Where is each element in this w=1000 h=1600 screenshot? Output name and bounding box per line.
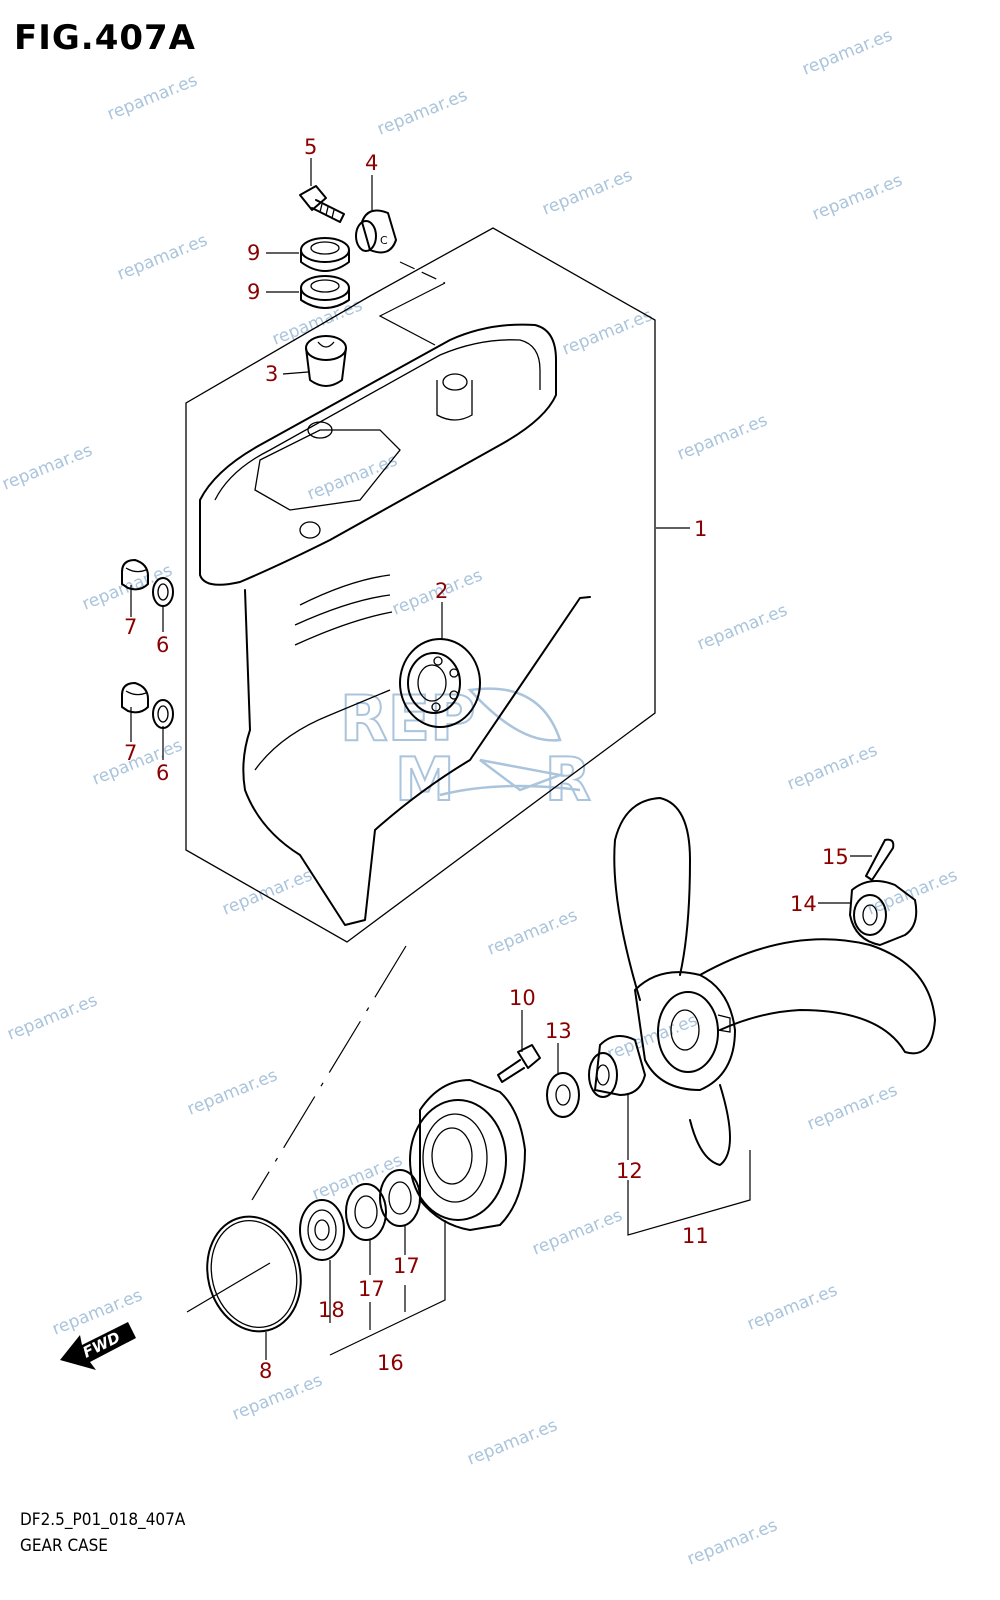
watermark-text: repamar.es	[89, 735, 185, 789]
watermark-text: repamar.es	[799, 25, 895, 79]
housing-deck-inner	[214, 339, 541, 501]
leg-ribs	[294, 574, 393, 646]
drive-shaft-tube	[436, 380, 473, 421]
watermark-text: repamar.es	[0, 440, 95, 494]
callout-7-lower: 7	[124, 741, 137, 765]
housing-box-outline	[185, 227, 656, 943]
watermark-text: repamar.es	[674, 410, 770, 464]
propeller-11	[613, 797, 936, 1166]
mount-hole	[442, 373, 468, 391]
callout-17-inner: 17	[358, 1277, 385, 1301]
callout-1: 1	[694, 517, 707, 541]
watermark-text: repamar.es	[104, 70, 200, 124]
watermark-text: repamar.es	[184, 1065, 280, 1119]
watermark-text: repamar.es	[784, 740, 880, 794]
o-ring-8	[206, 1215, 302, 1333]
callout-16: 16	[377, 1351, 404, 1375]
watermark-text: repamar.es	[804, 1080, 900, 1134]
watermark-text: repamar.es	[4, 990, 100, 1044]
watermark-text: repamar.es	[529, 1205, 625, 1259]
watermark-text: repamar.es	[229, 1370, 325, 1424]
callout-2: 2	[435, 579, 448, 603]
callout-labels: 1 2 3 4 5 6 6 7 7 8 9 9 10 11 12 13 14 1…	[124, 135, 849, 1383]
figure-name: GEAR CASE	[20, 1536, 108, 1556]
callout-13: 13	[545, 1019, 572, 1043]
bearing-18	[299, 1199, 345, 1261]
callout-8: 8	[259, 1359, 272, 1383]
fwd-label: FWD	[80, 1328, 123, 1361]
watermark-text: repamar.es	[114, 230, 210, 284]
skeg	[254, 689, 391, 771]
oil-seal-17-inner	[345, 1183, 387, 1241]
svg-text:C: C	[380, 234, 388, 247]
figure-title: FIG.407A	[14, 18, 196, 58]
mount-hole	[299, 521, 321, 539]
cotter-pin-15	[865, 838, 895, 881]
leader-lines	[130, 158, 872, 1360]
callout-6-upper: 6	[156, 633, 169, 657]
oil-seal-9-lower	[300, 275, 350, 309]
assembly-lines	[186, 261, 446, 1313]
callout-6-lower: 6	[156, 761, 169, 785]
bearing-2	[399, 638, 481, 728]
callout-15: 15	[822, 845, 849, 869]
watermark-text: repamar.es	[604, 1010, 700, 1064]
watermark-text: repamar.es	[219, 865, 315, 919]
watermark-text: repamar.es	[269, 295, 365, 349]
callout-4: 4	[365, 151, 378, 175]
watermark-text: repamar.es	[484, 905, 580, 959]
oil-seal-17-outer	[379, 1169, 421, 1227]
watermark-text: repamar.es	[744, 1280, 840, 1334]
oil-seal-9-upper	[300, 237, 350, 272]
watermark-text: repamar.es	[694, 600, 790, 654]
callout-11: 11	[682, 1224, 709, 1248]
housing-leg	[242, 589, 591, 926]
housing-top-deck	[199, 323, 557, 586]
collar-4: C	[355, 209, 397, 254]
callout-3: 3	[265, 362, 278, 386]
watermark-text: repamar.es	[559, 305, 655, 359]
watermark-text: repamar.es	[304, 450, 400, 504]
callout-12: 12	[616, 1159, 643, 1183]
plug-7-upper	[121, 559, 149, 591]
callout-17-outer: 17	[393, 1254, 420, 1278]
watermark-text: repamar.es	[464, 1415, 560, 1469]
bushing-12	[588, 1035, 646, 1098]
callout-9-upper: 9	[247, 241, 260, 265]
plug-7-lower	[121, 682, 149, 714]
callout-10: 10	[509, 986, 536, 1010]
shaft-housing-16	[409, 1079, 526, 1231]
bolt-10	[497, 1044, 541, 1083]
watermark-text: repamar.es	[864, 865, 960, 919]
watermark-text: repamar.es	[539, 165, 635, 219]
gear-case-housing	[185, 227, 656, 943]
bolt-5	[299, 185, 345, 223]
nut-14	[849, 880, 918, 946]
watermark-text: repamar.es	[809, 170, 905, 224]
callout-14: 14	[790, 892, 817, 916]
callout-7-upper: 7	[124, 615, 137, 639]
logo-watermark-bottom: MR	[395, 745, 681, 815]
pump-seat	[254, 429, 401, 511]
gasket-6-lower	[152, 699, 174, 729]
logo-watermark: REP MR	[339, 681, 681, 816]
callout-18: 18	[318, 1298, 345, 1322]
watermark-text: repamar.es	[374, 85, 470, 139]
figure-code: DF2.5_P01_018_407A	[20, 1510, 186, 1530]
washer-13	[546, 1072, 580, 1118]
callout-5: 5	[304, 135, 317, 159]
bushing-3	[305, 335, 347, 387]
watermark-text: repamar.es	[309, 1150, 405, 1204]
callout-9-lower: 9	[247, 280, 260, 304]
watermark-text: repamar.es	[684, 1515, 780, 1569]
logo-watermark-top: REP	[340, 682, 476, 755]
